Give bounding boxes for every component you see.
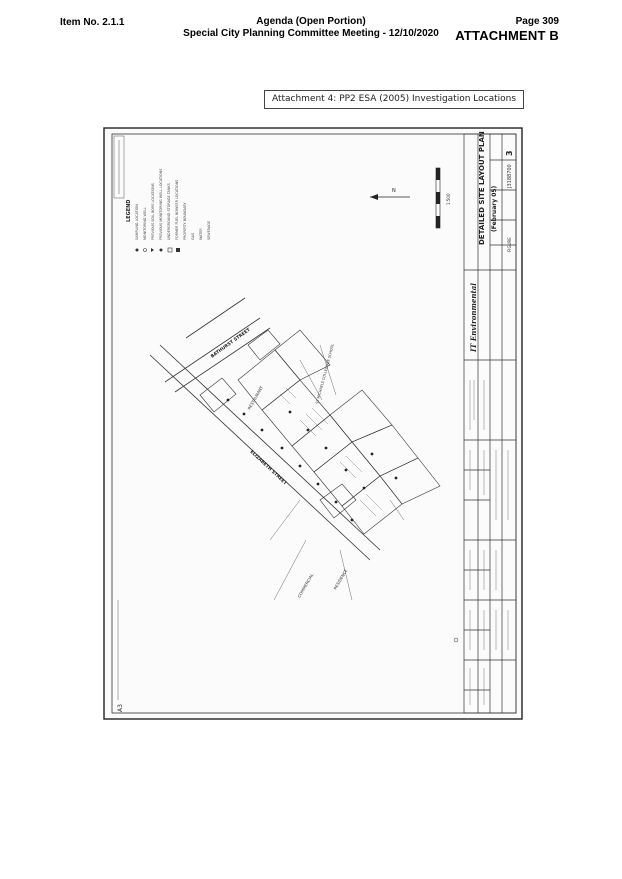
legend-item: WATER	[199, 228, 203, 240]
page-info: Page 309 ATTACHMENT B	[455, 16, 559, 43]
agenda-title: Agenda (Open Portion)	[256, 16, 366, 27]
street-lines	[149, 297, 381, 561]
attachment-label: ATTACHMENT B	[455, 28, 559, 43]
reference-marker	[453, 637, 459, 643]
drawing-title: DETAILED SITE LAYOUT PLAN	[478, 131, 486, 245]
legend-item: SAMPLING LOCATION	[135, 204, 139, 240]
north-arrow: N	[370, 188, 410, 200]
north-label: N	[392, 188, 396, 194]
attachment-caption: Attachment 4: PP2 ESA (2005) Investigati…	[264, 90, 524, 109]
legend-item: PROPERTY BOUNDARY	[183, 201, 187, 240]
legend-symbols	[135, 247, 180, 253]
sheet-number: 3	[505, 150, 514, 156]
legend-item: PREVIOUS MONITORING WELL LOCATIONS	[159, 169, 163, 240]
scale-bar: 1:500	[435, 167, 451, 229]
legend-item: MONITORING WELL	[143, 207, 147, 240]
legend-item: SEWERAGE	[207, 221, 211, 240]
legend-item: UNDERGROUND STORAGE TANKS	[167, 183, 171, 240]
item-number: Item No. 2.1.1	[60, 17, 125, 28]
drawing-number: J3188700	[507, 164, 513, 189]
site-detail-marks	[279, 387, 383, 517]
left-reference-strip	[113, 135, 125, 700]
drawing-subtitle: (February 05)	[491, 185, 498, 232]
scale-label: 1:500	[446, 193, 451, 205]
figure-label: FIGURE	[507, 237, 512, 252]
legend-title: LEGEND	[126, 200, 132, 222]
legend-item: PREVIOUS SOIL BORE LOCATIONS	[151, 183, 155, 240]
legend: SAMPLING LOCATION MONITORING WELL PREVIO…	[135, 169, 211, 240]
meeting-title: Special City Planning Committee Meeting …	[183, 28, 439, 39]
firm-name: IT Environmental	[469, 283, 478, 353]
drawing-sheet	[104, 128, 522, 719]
title-block-details	[469, 380, 509, 705]
title-block	[463, 133, 517, 714]
page-number: Page 309	[515, 16, 559, 27]
callout-leaders	[269, 344, 405, 601]
drawing-border	[103, 127, 523, 720]
agenda-heading: Agenda (Open Portion) Special City Plann…	[0, 16, 622, 40]
sampling-points	[226, 398, 398, 522]
legend-item: GAS	[191, 233, 195, 240]
sheet-size: A3	[117, 704, 124, 712]
building-footprints	[199, 329, 441, 535]
legend-item: FORMER FUEL BOWSER LOCATIONS	[175, 180, 179, 240]
